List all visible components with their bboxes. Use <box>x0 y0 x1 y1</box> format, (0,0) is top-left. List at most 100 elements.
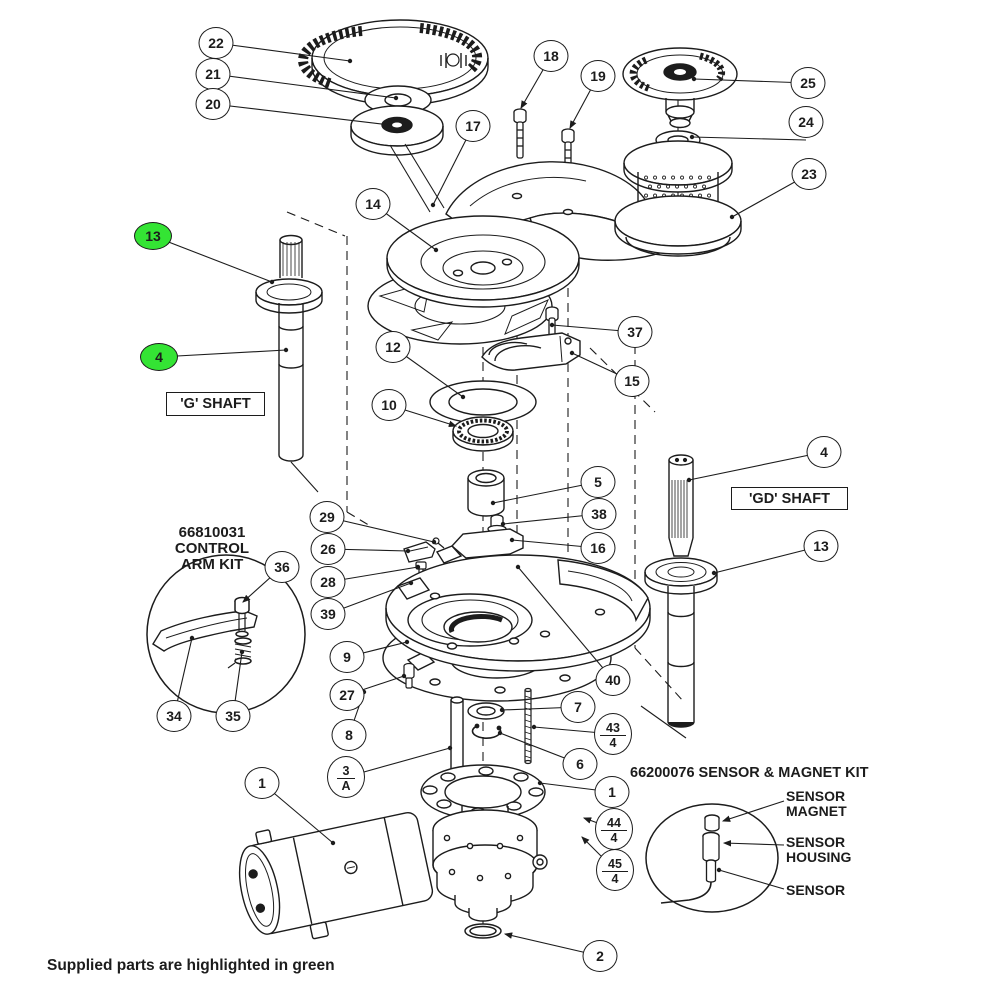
callout-21-label: 21 <box>205 66 221 82</box>
part-deck-40 <box>385 554 651 672</box>
callout-18: 18 <box>533 40 569 72</box>
callout-1-motor-label: 1 <box>258 775 266 791</box>
sensor-kit-bubble <box>645 803 779 913</box>
callout-12-label: 12 <box>385 339 401 355</box>
part-stripper-arm-15 <box>481 332 581 371</box>
callout-3a-top: 3 <box>336 762 356 779</box>
callout-43-top: 43 <box>600 719 626 736</box>
callout-39: 39 <box>310 598 346 630</box>
callout-23: 23 <box>791 158 827 190</box>
callout-20-label: 20 <box>205 96 221 112</box>
callout-1-flange: 1 <box>594 776 630 808</box>
part-washer-7 <box>467 702 505 720</box>
callout-9-label: 9 <box>343 649 351 665</box>
callout-44-top: 44 <box>601 814 627 831</box>
callout-13-right-label: 13 <box>813 538 829 554</box>
callout-2: 2 <box>582 940 618 972</box>
callout-15-label: 15 <box>624 373 640 389</box>
g-shaft-label: 'G' SHAFT <box>180 396 251 412</box>
callout-1-flange-label: 1 <box>608 784 616 800</box>
sensor-kit-title: 66200076 SENSOR & MAGNET KIT <box>630 765 869 781</box>
part-motor-1 <box>238 811 434 940</box>
sensor-kit-title-text: 66200076 SENSOR & MAGNET KIT <box>630 765 869 781</box>
callout-6-label: 6 <box>576 756 584 772</box>
callout-14-label: 14 <box>365 196 381 212</box>
sensor-housing-label: SENSOR HOUSING <box>786 835 851 865</box>
callout-34-label: 34 <box>166 708 182 724</box>
callout-26-label: 26 <box>320 541 336 557</box>
callout-27: 27 <box>329 679 365 711</box>
part-gd-shaft <box>640 454 718 739</box>
callout-2-label: 2 <box>596 948 604 964</box>
callout-43-bottom: 4 <box>609 736 617 750</box>
callout-43-4: 43 4 <box>594 713 632 755</box>
callout-6: 6 <box>562 748 598 780</box>
callout-44-bottom: 4 <box>610 831 618 845</box>
callout-19: 19 <box>580 60 616 92</box>
part-clip-26 <box>403 541 436 563</box>
control-arm-kit-part-number: 66810031 <box>178 524 246 541</box>
callout-40: 40 <box>595 664 631 696</box>
part-drive-pulley-14 <box>367 215 580 345</box>
callout-15: 15 <box>614 365 650 397</box>
callout-25-label: 25 <box>800 75 816 91</box>
part-circlip-6 <box>471 723 502 739</box>
callout-16-label: 16 <box>590 540 606 556</box>
callout-3a-bottom: A <box>341 779 351 793</box>
callout-21: 21 <box>195 58 231 90</box>
callout-35: 35 <box>215 700 251 732</box>
callout-45-4: 45 4 <box>596 849 634 891</box>
sensor-magnet-label: SENSOR MAGNET <box>786 789 847 819</box>
sensor-magnet-label-line2: MAGNET <box>786 803 847 819</box>
part-spacer-5 <box>467 469 505 517</box>
control-arm-kit-title: 66810031 CONTROL ARM KIT <box>142 525 282 573</box>
callout-9: 9 <box>329 641 365 673</box>
part-g-shaft <box>255 234 323 493</box>
callout-36-label: 36 <box>274 559 290 575</box>
callout-25: 25 <box>790 67 826 99</box>
part-screw-29 <box>432 537 445 549</box>
part-drum-23 <box>614 140 742 257</box>
callout-38: 38 <box>581 498 617 530</box>
sensor-label-text: SENSOR <box>786 882 846 898</box>
callout-26: 26 <box>310 533 346 565</box>
callout-37: 37 <box>617 316 653 348</box>
callout-13-right: 13 <box>803 530 839 562</box>
leader-dots <box>189 58 735 873</box>
gd-shaft-label-box: 'GD' SHAFT <box>731 487 848 510</box>
part-fitting-27 <box>403 662 415 689</box>
sensor-housing-label-line1: SENSOR <box>786 834 846 850</box>
sensor-housing-label-line2: HOUSING <box>786 849 852 865</box>
callout-5: 5 <box>580 466 616 498</box>
callout-29: 29 <box>309 501 345 533</box>
part-top-cap-25 <box>622 47 738 129</box>
callout-17-label: 17 <box>465 118 481 134</box>
part-cap-20 <box>350 105 445 213</box>
callout-28: 28 <box>310 566 346 598</box>
callout-45-top: 45 <box>602 855 628 872</box>
callout-19-label: 19 <box>590 68 606 84</box>
callout-10-label: 10 <box>381 397 397 413</box>
part-tube-3a <box>450 696 464 774</box>
callout-29-label: 29 <box>319 509 335 525</box>
callout-27-label: 27 <box>339 687 355 703</box>
callout-8: 8 <box>331 719 367 751</box>
callout-14: 14 <box>355 188 391 220</box>
callout-35-label: 35 <box>225 708 241 724</box>
part-stud-43 <box>524 687 532 765</box>
footer-note: Supplied parts are highlighted in green <box>47 957 335 975</box>
part-screw-18 <box>513 108 527 159</box>
callout-5-label: 5 <box>594 474 602 490</box>
callout-7-label: 7 <box>574 699 582 715</box>
callout-24-label: 24 <box>798 114 814 130</box>
callout-1-motor: 1 <box>244 767 280 799</box>
callout-34: 34 <box>156 700 192 732</box>
callout-7: 7 <box>560 691 596 723</box>
callout-3a: 3 A <box>327 756 365 798</box>
callout-12: 12 <box>375 331 411 363</box>
callout-20: 20 <box>195 88 231 120</box>
callout-4-right: 4 <box>806 436 842 468</box>
callout-23-label: 23 <box>801 166 817 182</box>
